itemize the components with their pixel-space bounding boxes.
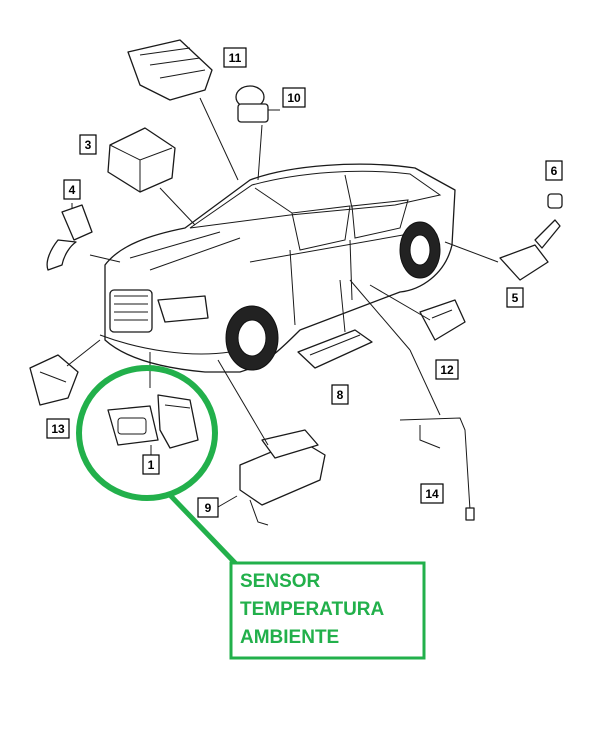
svg-text:13: 13	[51, 422, 65, 436]
svg-text:4: 4	[69, 183, 76, 197]
car-illustration	[99, 163, 456, 373]
part-3-box	[107, 127, 176, 193]
callout-line-2: TEMPERATURA	[240, 599, 385, 620]
part-label-12: 12	[435, 359, 459, 380]
part-label-1: 1	[142, 454, 160, 475]
part-label-10: 10	[282, 87, 306, 108]
callout-line-3: AMBIENTE	[240, 627, 339, 648]
svg-text:5: 5	[512, 291, 519, 305]
part-label-5: 5	[506, 287, 524, 308]
part-14-harness	[399, 417, 475, 521]
svg-text:1: 1	[148, 458, 155, 472]
svg-text:10: 10	[287, 91, 301, 105]
svg-text:8: 8	[337, 388, 344, 402]
svg-text:12: 12	[440, 363, 454, 377]
part-9-module	[239, 429, 326, 526]
part-label-14: 14	[420, 483, 444, 504]
part-8-sensor	[297, 329, 373, 369]
part-6-cap	[547, 193, 563, 209]
part-label-3: 3	[79, 134, 97, 155]
part-label-8: 8	[331, 384, 349, 405]
svg-text:6: 6	[551, 164, 558, 178]
part-4-sensor	[46, 204, 93, 271]
part-label-13: 13	[46, 418, 70, 439]
svg-text:14: 14	[425, 487, 439, 501]
part-label-11: 11	[223, 47, 247, 68]
highlight-connector	[166, 491, 240, 568]
svg-text:11: 11	[229, 51, 242, 65]
part-1-ambient-temp-sensor	[107, 394, 199, 449]
highlight-circle	[76, 365, 218, 501]
callout-box	[229, 561, 426, 660]
part-13-sensor	[29, 354, 79, 406]
part-12-sensor	[419, 299, 466, 341]
callout-line-1: SENSOR	[240, 571, 321, 592]
part-11-module	[127, 39, 213, 101]
part-label-6: 6	[545, 160, 563, 181]
part-label-4: 4	[63, 179, 81, 200]
part-label-9: 9	[197, 497, 219, 518]
part-5-tpms	[499, 219, 561, 281]
part-10-sensor	[235, 85, 280, 123]
highlight-annotation: SENSOR TEMPERATURA AMBIENTE	[76, 365, 426, 660]
svg-text:9: 9	[205, 501, 212, 515]
svg-text:3: 3	[85, 138, 92, 152]
